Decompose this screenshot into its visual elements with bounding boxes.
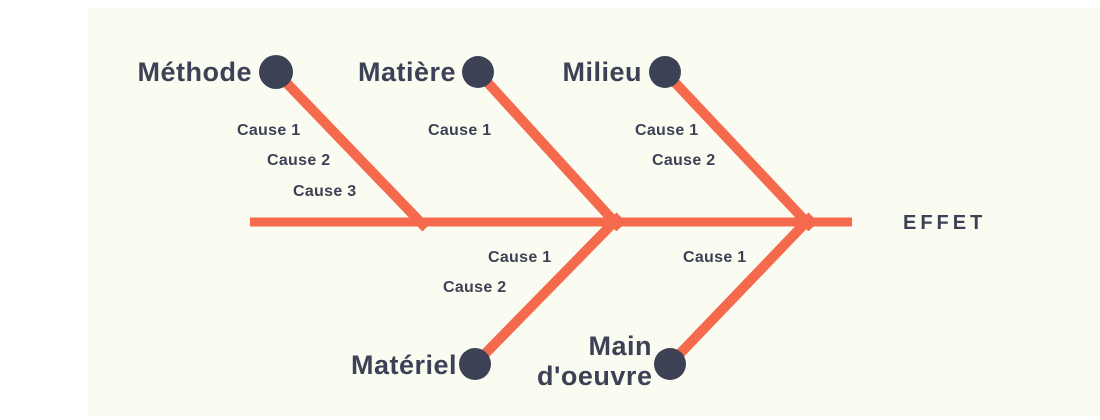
branch-label-materiel: Matériel [350,350,457,380]
node-dot-milieu [649,56,681,88]
branch-label-maindoeuvre: Main d'oeuvre [537,331,653,391]
branch-line-materiel [471,212,624,368]
branch-line-methode [272,68,430,232]
cause-label: Cause 1 [635,122,699,139]
branch-label-matiere: Matière [357,57,456,87]
cause-label: Cause 2 [652,152,716,169]
node-dot-maindoeuvre [654,348,686,380]
diagram-canvas [88,8,1100,416]
cause-label: Cause 1 [683,249,747,266]
cause-label: Cause 2 [443,279,507,296]
node-dot-materiel [459,348,491,380]
cause-label: Cause 3 [293,183,357,200]
branch-line-maindoeuvre [666,212,816,368]
branch-label-milieu: Milieu [562,57,642,87]
effect-label: EFFET [903,212,987,234]
cause-label: Cause 1 [237,122,301,139]
branch-line-matiere [474,68,624,232]
cause-label: Cause 1 [488,249,552,266]
node-dot-matiere [462,56,494,88]
cause-label: Cause 2 [267,152,331,169]
branch-line-milieu [661,68,816,232]
cause-label: Cause 1 [428,122,492,139]
node-dot-methode [259,55,293,89]
branch-label-methode: Méthode [137,57,252,87]
